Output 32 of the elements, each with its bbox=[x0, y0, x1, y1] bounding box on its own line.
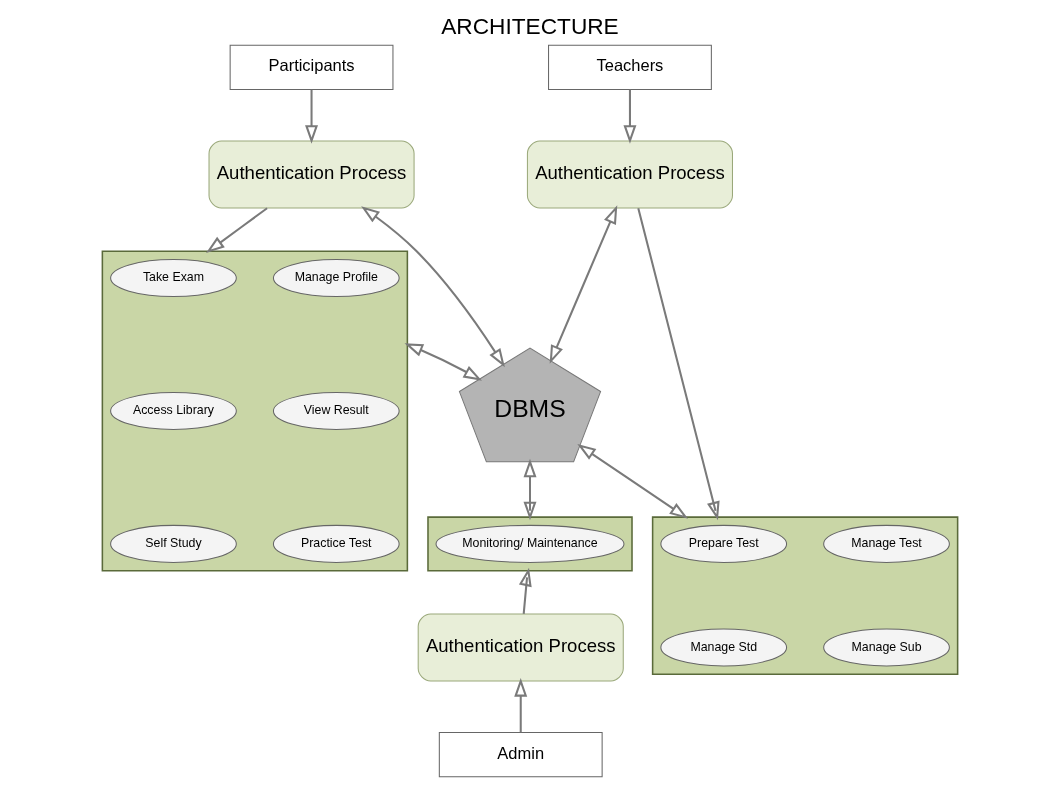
arrow bbox=[637, 207, 720, 521]
cluster bbox=[427, 516, 633, 572]
arrow bbox=[549, 205, 618, 364]
arrow bbox=[514, 678, 528, 733]
node-ellipse: Practice Test bbox=[272, 524, 400, 563]
cluster bbox=[101, 250, 409, 572]
cluster bbox=[651, 516, 959, 676]
node-ellipse: Monitoring/ Maintenance bbox=[435, 524, 625, 563]
node-box: Teachers bbox=[548, 44, 712, 90]
arrow bbox=[206, 207, 268, 254]
arrow bbox=[404, 343, 482, 381]
node-box: Admin bbox=[438, 731, 603, 778]
diagram-title: ARCHITECTURE bbox=[441, 13, 619, 40]
arrow bbox=[361, 206, 505, 368]
node-ellipse: Prepare Test bbox=[660, 524, 788, 563]
node-ellipse: Access Library bbox=[110, 391, 237, 431]
node-box: Authentication Process bbox=[417, 613, 624, 682]
node-box: Authentication Process bbox=[526, 140, 733, 209]
node-ellipse: Self Study bbox=[110, 524, 237, 563]
node-ellipse: View Result bbox=[272, 391, 400, 431]
arrow bbox=[523, 458, 537, 521]
arrow bbox=[518, 567, 532, 614]
arrow bbox=[623, 89, 637, 144]
node-ellipse: Manage Test bbox=[823, 524, 950, 563]
node-ellipse: Take Exam bbox=[110, 259, 237, 298]
node-box: Participants bbox=[229, 44, 394, 90]
node-ellipse: Manage Profile bbox=[272, 259, 400, 298]
node-ellipse: Manage Sub bbox=[823, 628, 950, 667]
arrow bbox=[577, 443, 689, 519]
node-ellipse: Manage Std bbox=[660, 628, 788, 667]
node-box: Authentication Process bbox=[208, 140, 415, 209]
arrow bbox=[305, 89, 319, 144]
